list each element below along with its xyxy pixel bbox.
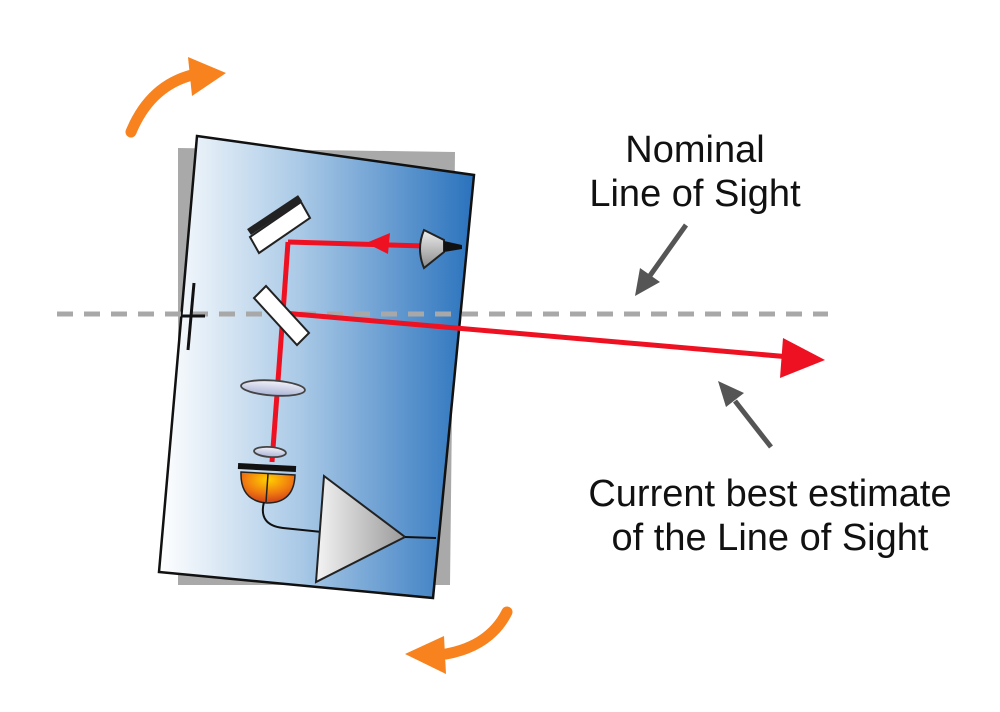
best-estimate-label: Current best estimate of the Line of Sig… bbox=[560, 472, 980, 560]
nominal-pointer-arrow bbox=[635, 223, 689, 296]
lens-small bbox=[253, 445, 287, 459]
estimate-pointer-arrow bbox=[718, 381, 773, 449]
amplifier-output bbox=[404, 536, 437, 539]
aperture-mark bbox=[181, 282, 205, 351]
nominal-label-line-1: Nominal bbox=[625, 129, 765, 171]
rotation-arrow-top bbox=[125, 57, 226, 138]
estimate-label-line-1: Current best estimate bbox=[588, 473, 952, 515]
signal-wire bbox=[261, 501, 323, 533]
nominal-line-of-sight-label: Nominal Line of Sight bbox=[555, 128, 835, 216]
amplifier bbox=[314, 474, 407, 584]
beam-splitter bbox=[252, 284, 311, 347]
lens-large bbox=[240, 379, 306, 397]
instrument-panel bbox=[157, 134, 476, 600]
estimate-label-line-2: of the Line of Sight bbox=[611, 517, 929, 559]
nominal-label-line-2: Line of Sight bbox=[589, 173, 801, 215]
rotation-arrow-bottom bbox=[405, 606, 513, 674]
detector bbox=[237, 463, 297, 504]
beam-direction-arrow bbox=[366, 233, 390, 254]
lamp-source bbox=[419, 228, 462, 270]
fold-mirror bbox=[247, 195, 312, 255]
line-of-sight-arrowhead bbox=[780, 338, 825, 378]
